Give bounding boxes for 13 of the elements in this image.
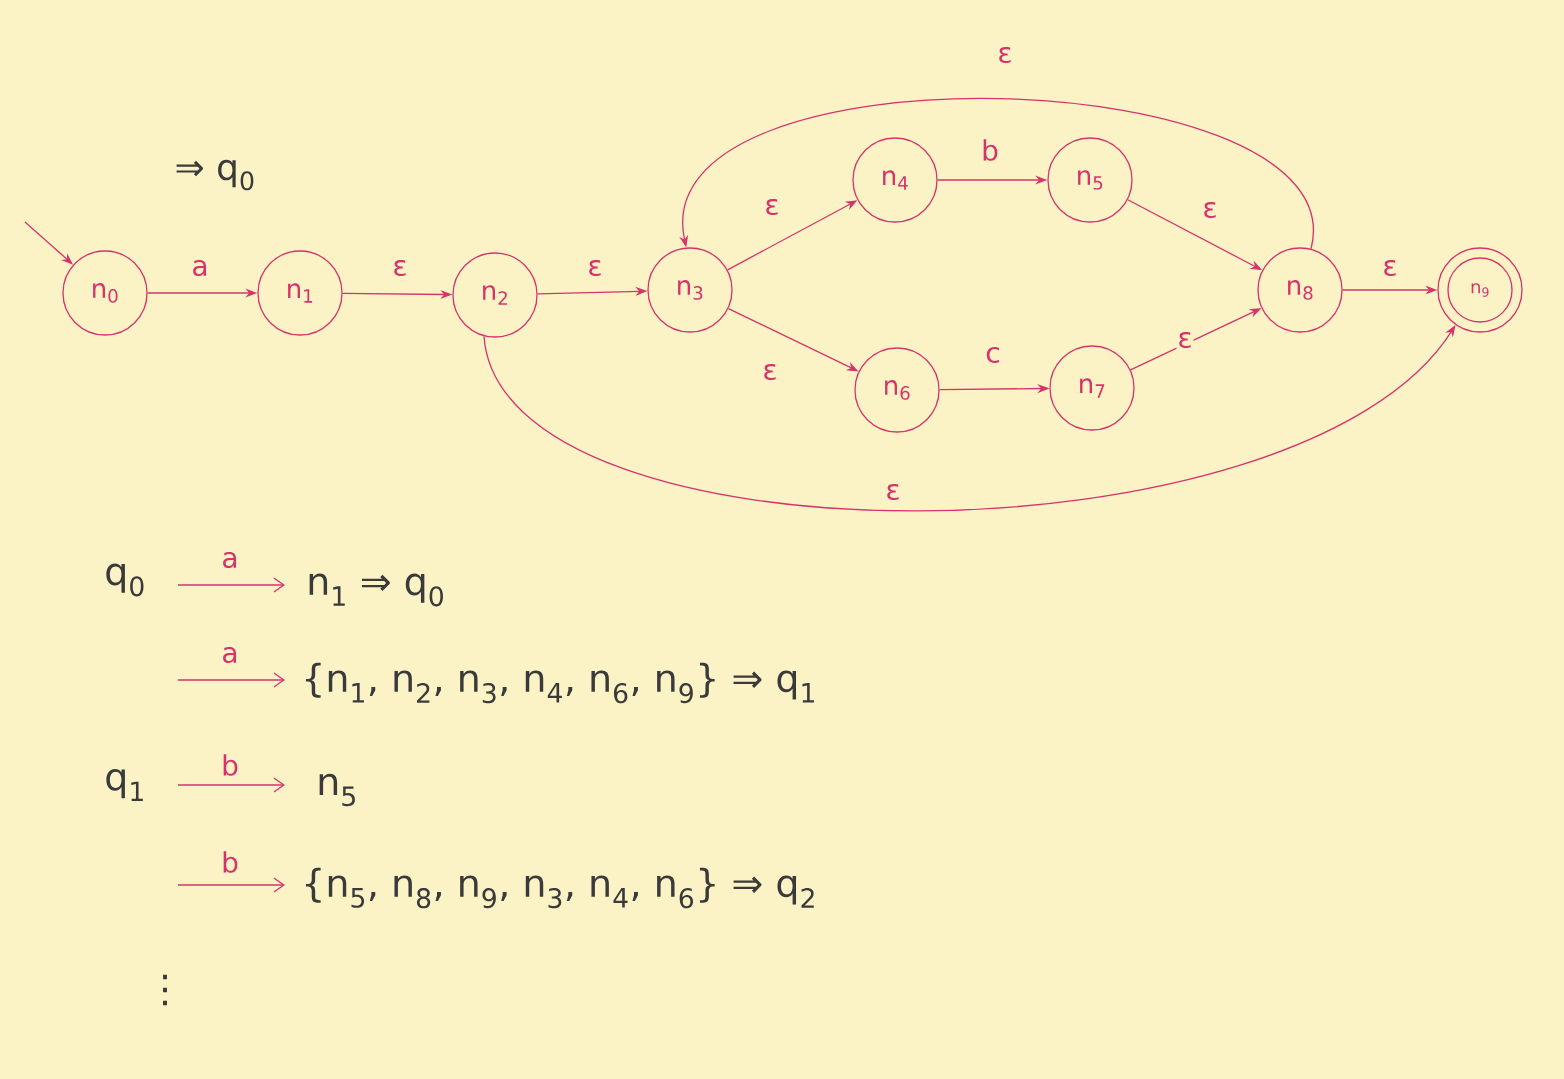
derivation-text: q$_{0}$	[106, 563, 144, 597]
state-annotation: ⇒ q$_{0}$	[176, 159, 254, 191]
transition-symbol: a	[223, 551, 237, 569]
transition-symbol: a	[223, 646, 237, 664]
derivation-text: n$_{5}$	[319, 773, 355, 807]
edge-label: b	[980, 138, 1000, 162]
derivation-text: {n$_{1}$, n$_{2}$, n$_{3}$, n$_{4}$, n$_{6}$, n$_{9}$} ⇒ q$_{1}$	[305, 662, 814, 704]
derivation-text: {n$_{5}$, n$_{8}$, n$_{9}$, n$_{3}$, n$_{4}$, n$_{6}$} ⇒ q$_{2}$	[305, 867, 814, 909]
derivation-text: n$_{1}$ ⇒ q$_{0}$	[309, 573, 443, 607]
transition-symbol: b	[223, 754, 238, 776]
transition-symbol: b	[223, 851, 238, 873]
derivation-text: ⋮	[163, 974, 167, 1006]
derivation-text: q$_{1}$	[106, 768, 143, 802]
